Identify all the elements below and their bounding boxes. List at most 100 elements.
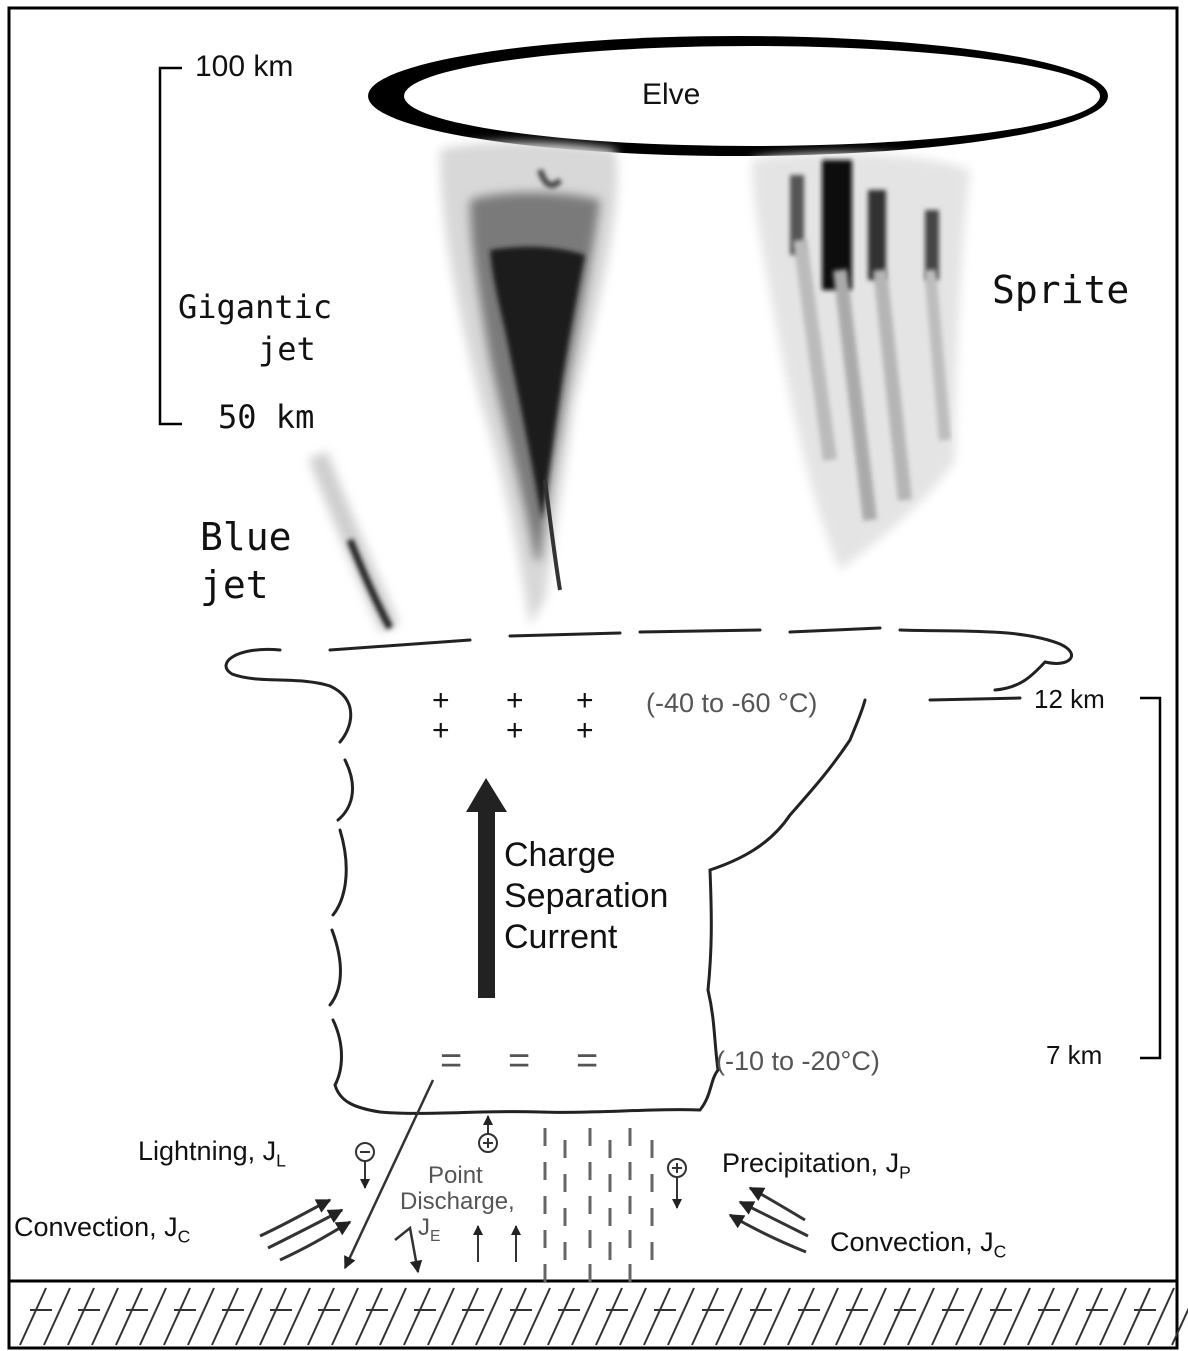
precipitation-label: Precipitation, JP xyxy=(722,1148,911,1183)
ground-hatch-line xyxy=(404,1288,430,1345)
ground-hatch-line xyxy=(692,1288,718,1345)
ground-hatch-line xyxy=(140,1288,166,1345)
ground-hatch-line xyxy=(1100,1288,1126,1345)
ground-hatch-line xyxy=(20,1288,46,1345)
point-discharge-label-line1: Point xyxy=(428,1162,483,1190)
convection-arrows-left xyxy=(260,1200,350,1260)
convection-right-label-text: Convection, J xyxy=(830,1227,994,1257)
blue-jet-shape xyxy=(318,455,390,628)
ground-hatch-line xyxy=(1028,1288,1054,1345)
charge-separation-label-line1: Charge xyxy=(504,836,616,875)
blue-jet-label-line2: jet xyxy=(200,563,269,607)
lightning-charge-symbol xyxy=(356,1143,374,1188)
ground-hatch-line xyxy=(428,1288,454,1345)
ground-hatch-line xyxy=(68,1288,94,1345)
ground-hatch-line xyxy=(212,1288,238,1345)
convection-right-label: Convection, JC xyxy=(830,1227,1006,1262)
ground-hatch-line xyxy=(44,1288,70,1345)
point-discharge-label-line2: Discharge, xyxy=(400,1188,515,1216)
ground-hatch-line xyxy=(164,1288,190,1345)
ground-hatch-line xyxy=(236,1288,262,1345)
charge-separation-label-line2: Separation xyxy=(504,877,668,916)
ground-hatch-line xyxy=(740,1288,766,1345)
ground-hatch-line xyxy=(284,1288,310,1345)
ground-hatch-line xyxy=(452,1288,478,1345)
ground-hatch-line xyxy=(524,1288,550,1345)
convection-arrows-right xyxy=(730,1188,808,1252)
precipitation-label-text: Precipitation, J xyxy=(722,1148,899,1178)
positive-charge: + xyxy=(506,684,524,718)
ground-hatch-line xyxy=(860,1288,886,1345)
scale-12km-label: 12 km xyxy=(1034,684,1105,715)
ground-hatch-line xyxy=(788,1288,814,1345)
point-discharge-label-line3: JE xyxy=(418,1214,440,1246)
ground-hatch-line xyxy=(1004,1288,1030,1345)
elve-label: Elve xyxy=(642,78,700,112)
ground-hatch-line xyxy=(308,1288,334,1345)
point-discharge-label-text: J xyxy=(418,1214,430,1241)
ground-hatch-line xyxy=(548,1288,574,1345)
precipitation-charge-symbol xyxy=(668,1159,686,1208)
ground-hatch-line xyxy=(380,1288,406,1345)
ground-hatch-line xyxy=(932,1288,958,1345)
upper-temperature-label: (-40 to -60 °C) xyxy=(646,688,817,719)
lower-temperature-label: (-10 to -20°C) xyxy=(716,1046,880,1077)
ground-hatch-line xyxy=(836,1288,862,1345)
ground-hatch-line xyxy=(668,1288,694,1345)
charge-separation-arrow xyxy=(466,778,507,998)
negative-charge: = xyxy=(576,1040,598,1083)
scale-7km-label: 7 km xyxy=(1046,1040,1102,1071)
ground-hatch-line xyxy=(1124,1288,1150,1345)
upper-altitude-scale xyxy=(160,68,182,424)
precipitation-label-subscript: P xyxy=(899,1162,911,1182)
ground-hatch-line xyxy=(980,1288,1006,1345)
scale-50km-label: 50 km xyxy=(218,398,314,436)
ground-hatch-line xyxy=(188,1288,214,1345)
ground-hatch-line xyxy=(1148,1288,1174,1345)
ground xyxy=(10,1281,1188,1345)
ground-hatch-line xyxy=(116,1288,142,1345)
ground-hatch-line xyxy=(716,1288,742,1345)
ground-hatch-line xyxy=(476,1288,502,1345)
ground-hatch-line xyxy=(500,1288,526,1345)
gigantic-jet-label-line2: jet xyxy=(258,330,316,368)
positive-charge: + xyxy=(432,714,450,748)
elve-shape xyxy=(368,36,1108,156)
ground-hatch-line xyxy=(1172,1288,1188,1345)
ground-hatch-line xyxy=(92,1288,118,1345)
ground-hatch-line xyxy=(1076,1288,1102,1345)
ground-hatch-line xyxy=(572,1288,598,1345)
point-discharge-label-subscript: E xyxy=(430,1228,440,1245)
scale-100km-label: 100 km xyxy=(195,50,293,84)
ground-hatch-line xyxy=(620,1288,646,1345)
lightning-label-subscript: L xyxy=(276,1150,286,1170)
gigantic-jet-label-line1: Gigantic xyxy=(178,288,332,326)
positive-charge: + xyxy=(432,684,450,718)
ground-hatch-line xyxy=(884,1288,910,1345)
ground-hatch-line xyxy=(644,1288,670,1345)
ground-hatch-line xyxy=(764,1288,790,1345)
ground-hatch-line xyxy=(356,1288,382,1345)
ground-hatch-line xyxy=(1052,1288,1078,1345)
precipitation-streaks xyxy=(545,1128,652,1282)
convection-right-label-subscript: C xyxy=(994,1241,1007,1261)
sprite-shape xyxy=(752,153,970,570)
positive-charge: + xyxy=(506,714,524,748)
positive-charge: + xyxy=(576,684,594,718)
ground-hatch-line xyxy=(956,1288,982,1345)
charge-separation-label-line3: Current xyxy=(504,918,617,957)
sprite-label: Sprite xyxy=(992,268,1129,312)
convection-left-label: Convection, JC xyxy=(14,1212,190,1247)
convection-left-label-text: Convection, J xyxy=(14,1212,178,1242)
ground-hatch-line xyxy=(332,1288,358,1345)
convection-left-label-subscript: C xyxy=(178,1226,191,1246)
ground-hatch-line xyxy=(260,1288,286,1345)
gigantic-jet-shape xyxy=(440,143,617,626)
blue-jet-label-line1: Blue xyxy=(200,515,292,559)
ground-hatch-line xyxy=(596,1288,622,1345)
ground-hatch-line xyxy=(812,1288,838,1345)
positive-charge: + xyxy=(576,714,594,748)
lightning-label: Lightning, JL xyxy=(138,1136,286,1171)
ground-hatch-line xyxy=(908,1288,934,1345)
